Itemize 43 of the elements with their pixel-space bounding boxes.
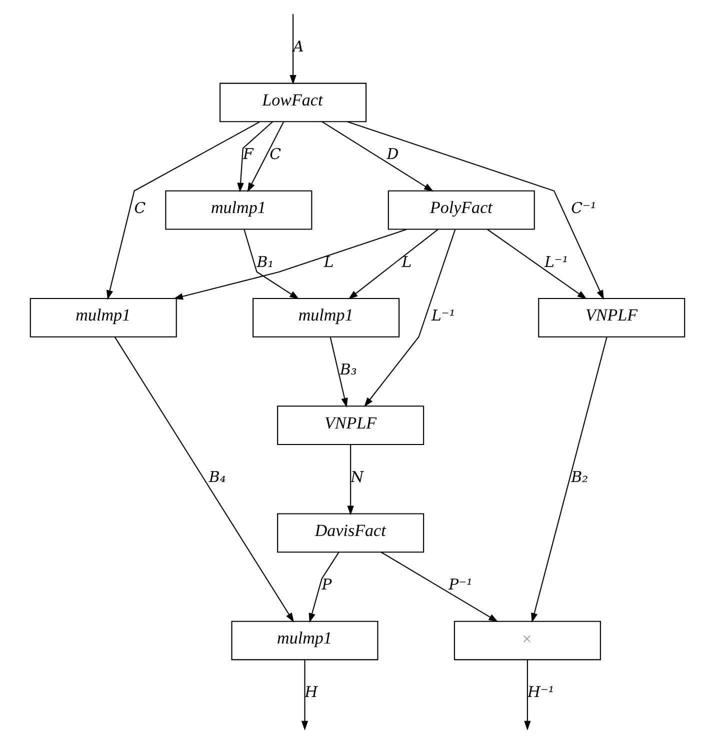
arrow xyxy=(173,228,407,300)
arrow xyxy=(322,120,434,192)
arrow xyxy=(330,336,348,408)
arrow xyxy=(531,336,608,622)
arrow xyxy=(114,336,294,622)
edge-label: C⁻¹ xyxy=(571,198,596,216)
arrow xyxy=(486,228,587,299)
arrow xyxy=(524,660,531,730)
arrow xyxy=(308,551,340,622)
edge-label: P⁻¹ xyxy=(448,575,472,594)
node-box: LowFact xyxy=(220,82,367,122)
node-box: mulmp1 xyxy=(252,297,400,337)
arrow xyxy=(301,660,308,730)
node-box: PolyFact xyxy=(388,190,535,230)
node-box: mulmp1 xyxy=(231,620,378,660)
edge-label: B₂ xyxy=(571,467,588,486)
edge-label: B₃ xyxy=(340,360,357,378)
arrow xyxy=(237,120,274,192)
edge-label: P xyxy=(322,575,332,594)
edge-label: D xyxy=(386,144,399,163)
edge-label: L⁻¹ xyxy=(544,252,568,270)
arrow xyxy=(348,228,438,299)
node-box: VNPLF xyxy=(277,405,424,445)
edge-label: B₁ xyxy=(256,252,274,270)
arrow xyxy=(244,228,300,299)
node-box: VNPLF xyxy=(538,297,686,337)
node-box: × xyxy=(454,620,601,660)
arrow xyxy=(290,14,296,84)
arrow xyxy=(380,551,498,622)
edge-label: L⁻¹ xyxy=(432,306,456,324)
node-box: mulmp1 xyxy=(30,297,177,337)
arrow xyxy=(247,121,284,192)
node-box: DavisFact xyxy=(277,512,424,552)
arrow xyxy=(347,120,604,300)
edge-label: L xyxy=(402,252,412,270)
edge-label: C xyxy=(134,198,146,216)
node-box: mulmp1 xyxy=(165,190,312,230)
edge-label: L xyxy=(324,252,334,270)
edge-label: B₄ xyxy=(208,467,226,486)
arrow xyxy=(364,228,456,406)
arrow xyxy=(106,120,260,300)
edge-label: C xyxy=(270,144,282,163)
arrow xyxy=(347,444,354,515)
